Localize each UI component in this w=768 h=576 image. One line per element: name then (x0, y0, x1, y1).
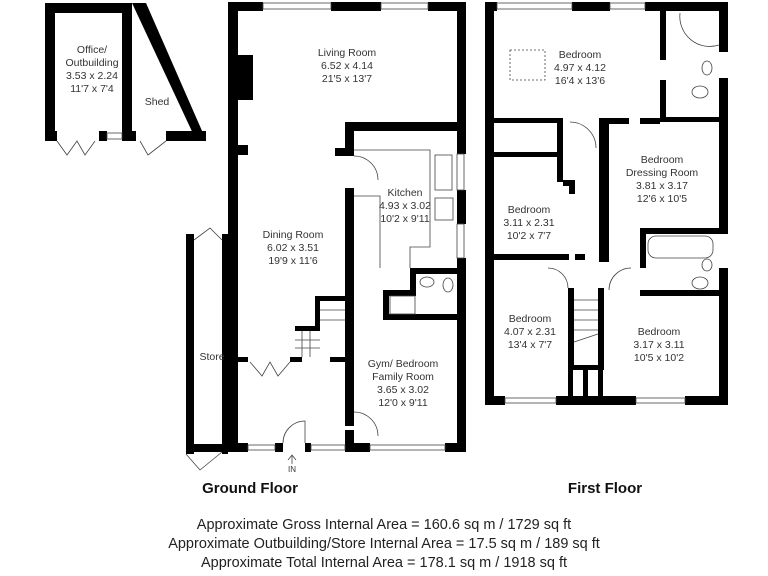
area-summary: Approximate Gross Internal Area = 160.6 … (0, 516, 768, 573)
room-label-gym-bedroom: Gym/ Bedroom Family Room 3.65 x 3.02 12'… (368, 358, 439, 410)
room-name-line2: Family Room (372, 371, 434, 383)
room-label-living-room: Living Room 6.52 x 4.14 21'5 x 13'7 (318, 47, 376, 86)
entrance-label: IN (288, 465, 296, 474)
room-name: Shed (144, 96, 170, 108)
room-imperial: 10'2 x 9'11 (380, 213, 430, 225)
room-metric: 4.93 x 3.02 (379, 200, 431, 212)
first-floor-walls (485, 2, 728, 405)
room-label-dining-room: Dining Room 6.02 x 3.51 19'9 x 11'6 (263, 229, 324, 268)
room-metric: 6.02 x 3.51 (267, 242, 319, 254)
room-label-master-bedroom: Bedroom 4.97 x 4.12 16'4 x 13'6 (554, 49, 606, 88)
first-floor-title: First Floor (567, 480, 643, 497)
room-label-shed: Shed (145, 96, 170, 109)
room-metric: 3.53 x 2.24 (66, 70, 118, 82)
room-metric: 3.17 x 3.11 (633, 339, 685, 351)
room-imperial: 12'6 x 10'5 (636, 193, 688, 205)
room-imperial: 12'0 x 9'11 (378, 397, 428, 409)
room-imperial: 13'4 x 7'7 (507, 339, 553, 351)
room-imperial: 19'9 x 11'6 (268, 255, 318, 267)
total-area: Approximate Total Internal Area = 178.1 … (200, 555, 568, 571)
room-name-line2: Dressing Room (625, 167, 699, 179)
room-metric: 3.81 x 3.17 (636, 180, 688, 192)
room-name: Bedroom (640, 154, 684, 166)
room-name: Gym/ Bedroom (367, 358, 439, 370)
room-imperial: 16'4 x 13'6 (554, 75, 606, 87)
room-metric: 4.07 x 2.31 (504, 326, 556, 338)
room-label-office-outbuilding: Office/ Outbuilding 3.53 x 2.24 11'7 x 7… (65, 44, 118, 96)
room-name: Store (199, 351, 225, 363)
room-metric: 3.11 x 2.31 (503, 217, 555, 229)
room-name: Bedroom (558, 49, 602, 61)
room-name: Bedroom (637, 326, 681, 338)
outbuilding-walls (45, 3, 206, 141)
room-imperial: 10'2 x 7'7 (506, 230, 552, 242)
room-label-bedroom-dressing-room: Bedroom Dressing Room 3.81 x 3.17 12'6 x… (626, 154, 698, 206)
gross-area: Approximate Gross Internal Area = 160.6 … (196, 517, 572, 533)
room-imperial: 11'7 x 7'4 (70, 83, 114, 95)
room-metric: 6.52 x 4.14 (321, 60, 373, 72)
room-label-bedroom-5: Bedroom 3.17 x 3.11 10'5 x 10'2 (633, 326, 684, 365)
room-name: Bedroom (507, 204, 551, 216)
ground-floor-walls (186, 2, 466, 454)
ground-floor-title: Ground Floor (202, 480, 298, 497)
room-label-bedroom-4: Bedroom 4.07 x 2.31 13'4 x 7'7 (504, 313, 556, 352)
room-label-bedroom-3: Bedroom 3.11 x 2.31 10'2 x 7'7 (503, 204, 554, 243)
room-metric: 4.97 x 4.12 (554, 62, 606, 74)
room-name: Dining Room (262, 229, 324, 241)
room-name: Bedroom (508, 313, 552, 325)
outbuilding-area: Approximate Outbuilding/Store Internal A… (168, 536, 600, 552)
room-name-line2: Outbuilding (65, 57, 119, 69)
room-metric: 3.65 x 3.02 (377, 384, 429, 396)
room-name: Kitchen (387, 187, 423, 199)
room-name: Office/ (76, 44, 108, 56)
room-imperial: 21'5 x 13'7 (321, 73, 373, 85)
room-label-store: Store (199, 351, 224, 364)
room-imperial: 10'5 x 10'2 (633, 352, 685, 364)
room-label-kitchen: Kitchen 4.93 x 3.02 10'2 x 9'11 (379, 187, 431, 226)
room-name: Living Room (317, 47, 377, 59)
